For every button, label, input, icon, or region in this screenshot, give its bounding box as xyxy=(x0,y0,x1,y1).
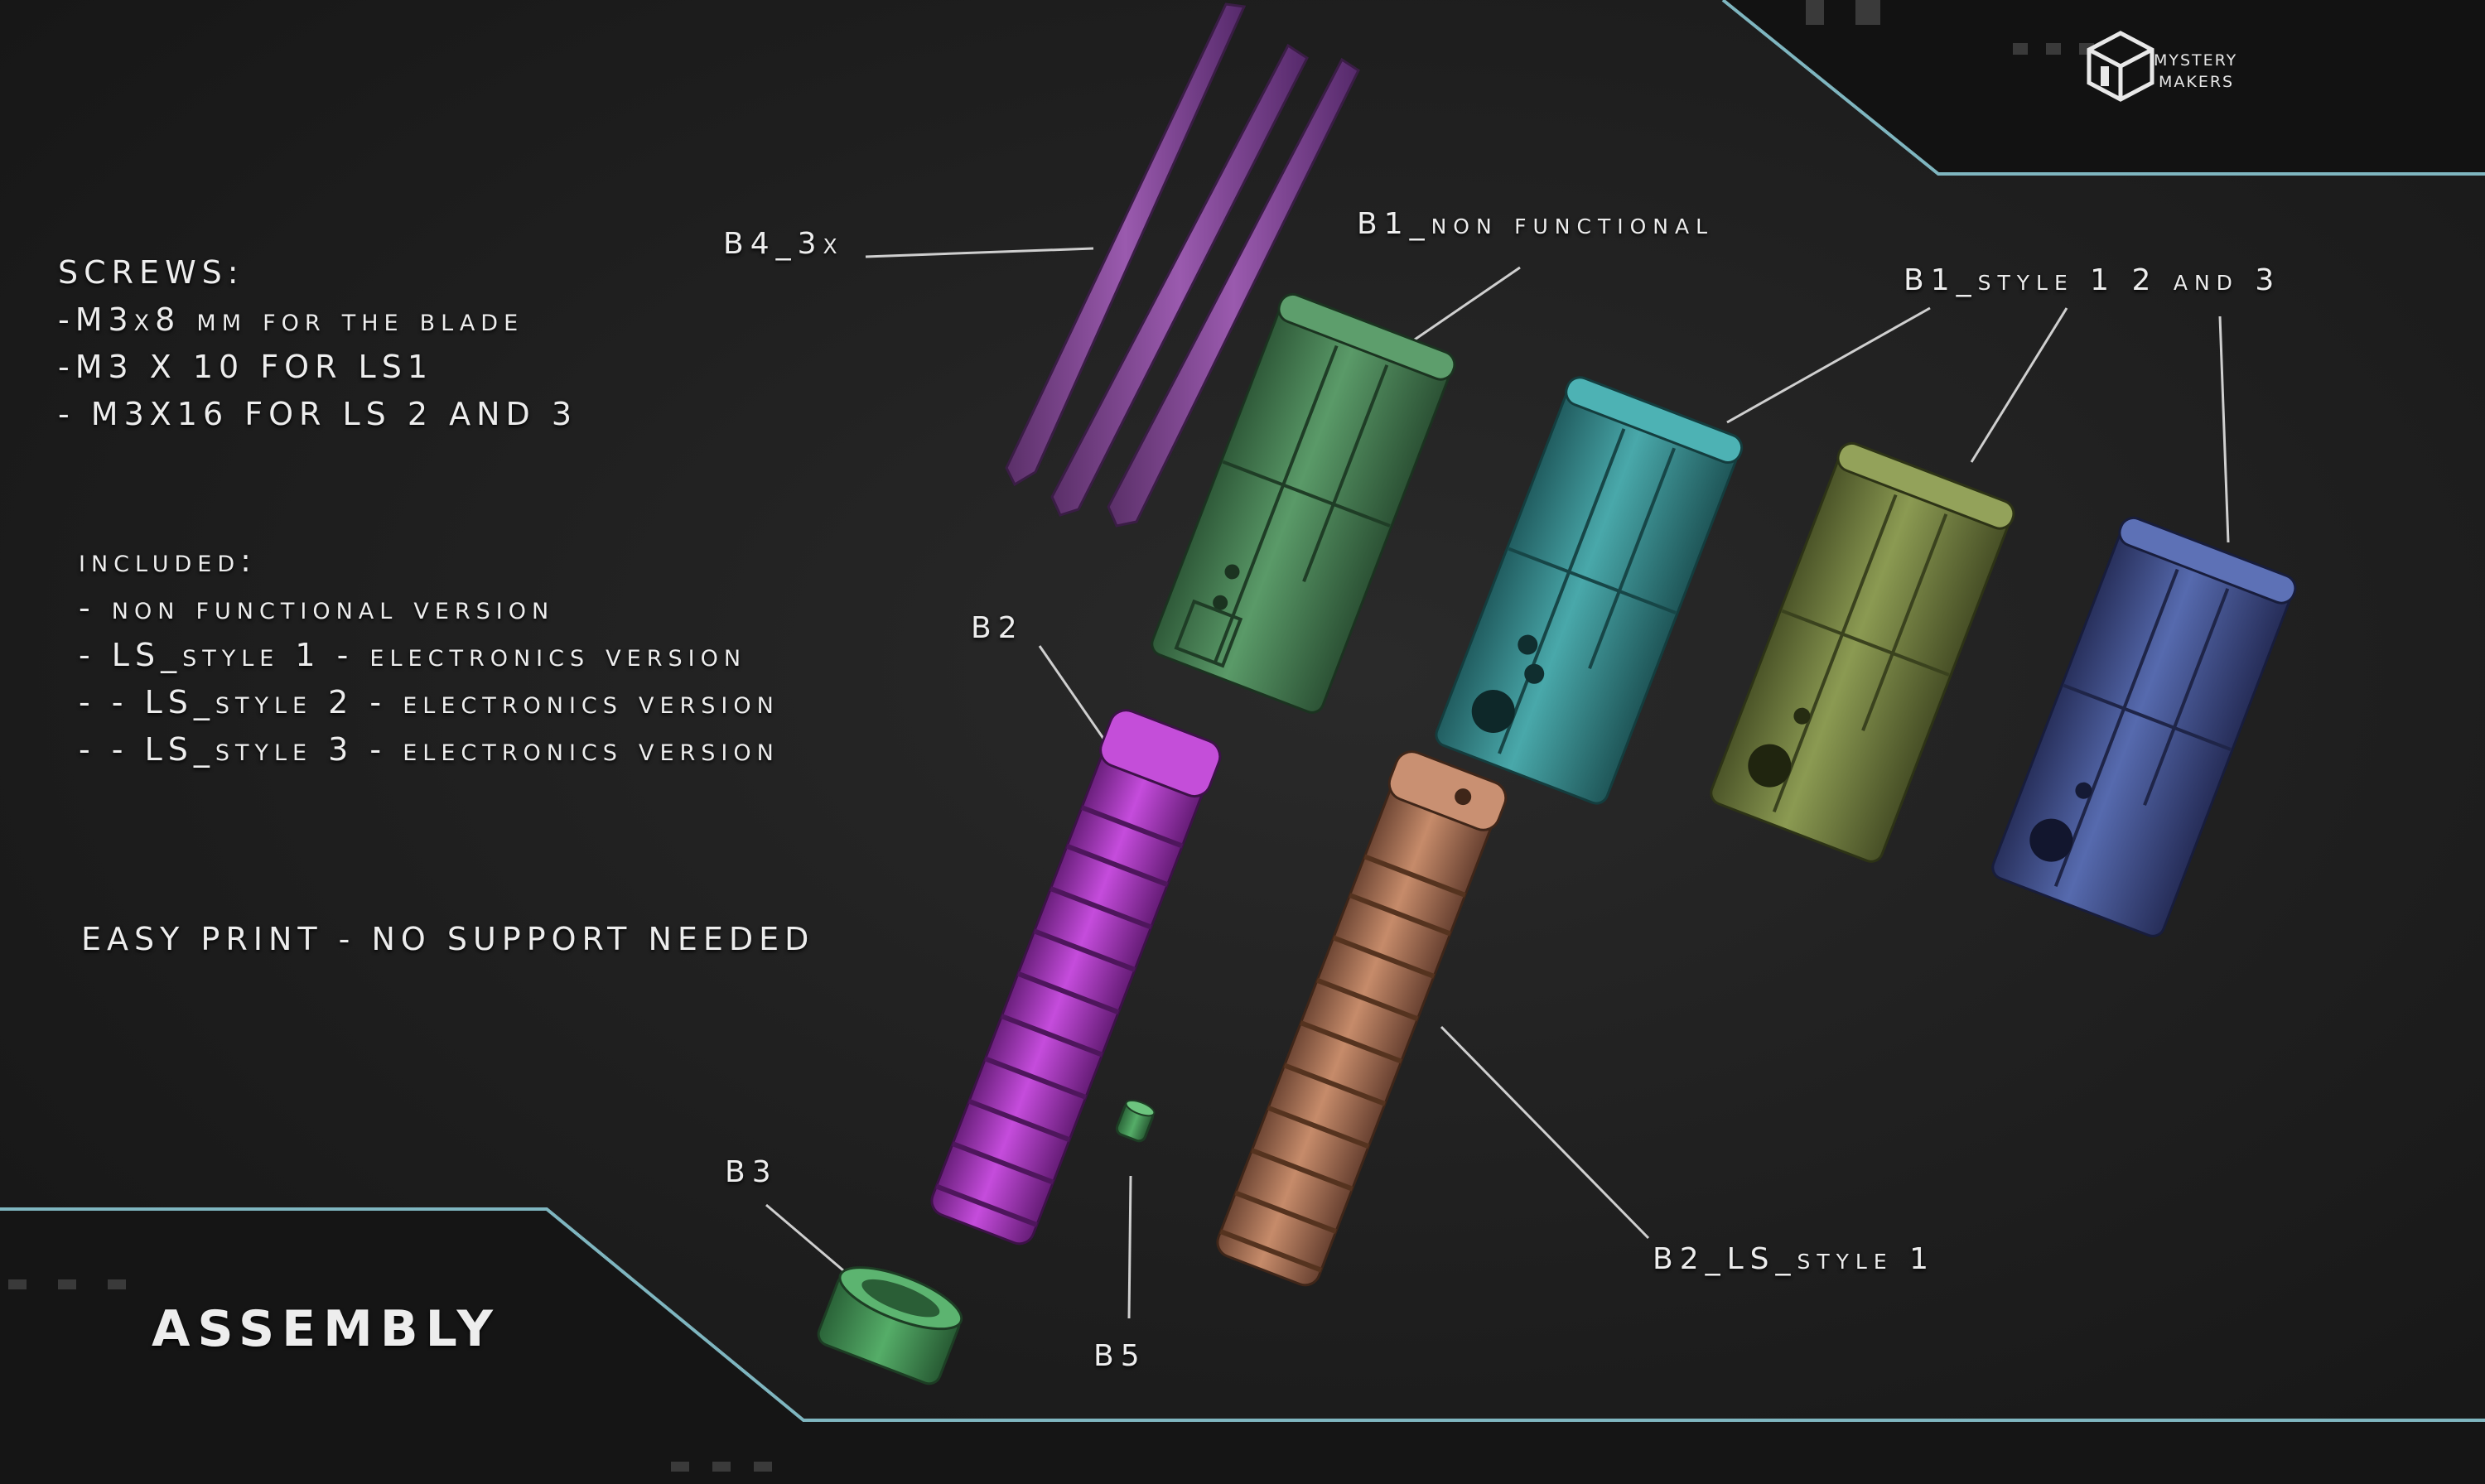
label-b2-ls-style: B2_LS_style 1 xyxy=(1653,1242,1935,1276)
screws-line-2: -M3 X 10 FOR LS1 xyxy=(58,349,434,385)
grip-b1-blue xyxy=(1991,516,2297,937)
screws-line-3: - M3X16 FOR LS 2 AND 3 xyxy=(58,396,578,432)
label-b5: B5 xyxy=(1093,1339,1146,1373)
end-cap-b3 xyxy=(817,1266,963,1385)
included-item-2: - LS_style 1 - electronics version xyxy=(79,637,747,673)
included-item-4: - - LS_style 3 - electronics version xyxy=(79,731,779,768)
label-b1-style: B1_style 1 2 and 3 xyxy=(1904,263,2281,297)
included-heading: included: xyxy=(79,542,257,579)
screws-heading: SCREWS: xyxy=(58,254,244,291)
logo-text-line-2: MAKERS xyxy=(2159,73,2235,91)
easy-print-note: EASY PRINT - NO SUPPORT NEEDED xyxy=(81,921,815,957)
grip-b1-green xyxy=(1151,292,1456,714)
handle-b2 xyxy=(930,709,1222,1246)
included-item-3: - - LS_style 2 - electronics version xyxy=(79,684,779,720)
label-b2: B2 xyxy=(971,611,1024,645)
label-b4: B4_3x xyxy=(723,227,844,261)
logo-text-line-1: MYSTERY xyxy=(2154,51,2238,70)
handle-b2-ls-style xyxy=(1216,750,1508,1287)
grip-b1-olive xyxy=(1710,441,2015,863)
button-b5 xyxy=(1115,1100,1156,1143)
page-title: ASSEMBLY xyxy=(152,1300,500,1358)
label-b1-non-functional: B1_non functional xyxy=(1357,207,1715,241)
screws-line-1: -M3x8 mm for the blade xyxy=(58,301,524,338)
grip-b1-teal xyxy=(1435,376,1744,805)
label-b3: B3 xyxy=(725,1155,778,1189)
blade-b4-part xyxy=(1005,2,1360,528)
mystery-makers-logo-icon xyxy=(2087,31,2154,102)
leader-lines xyxy=(765,247,2230,1319)
included-item-1: - non functional version xyxy=(79,590,555,626)
